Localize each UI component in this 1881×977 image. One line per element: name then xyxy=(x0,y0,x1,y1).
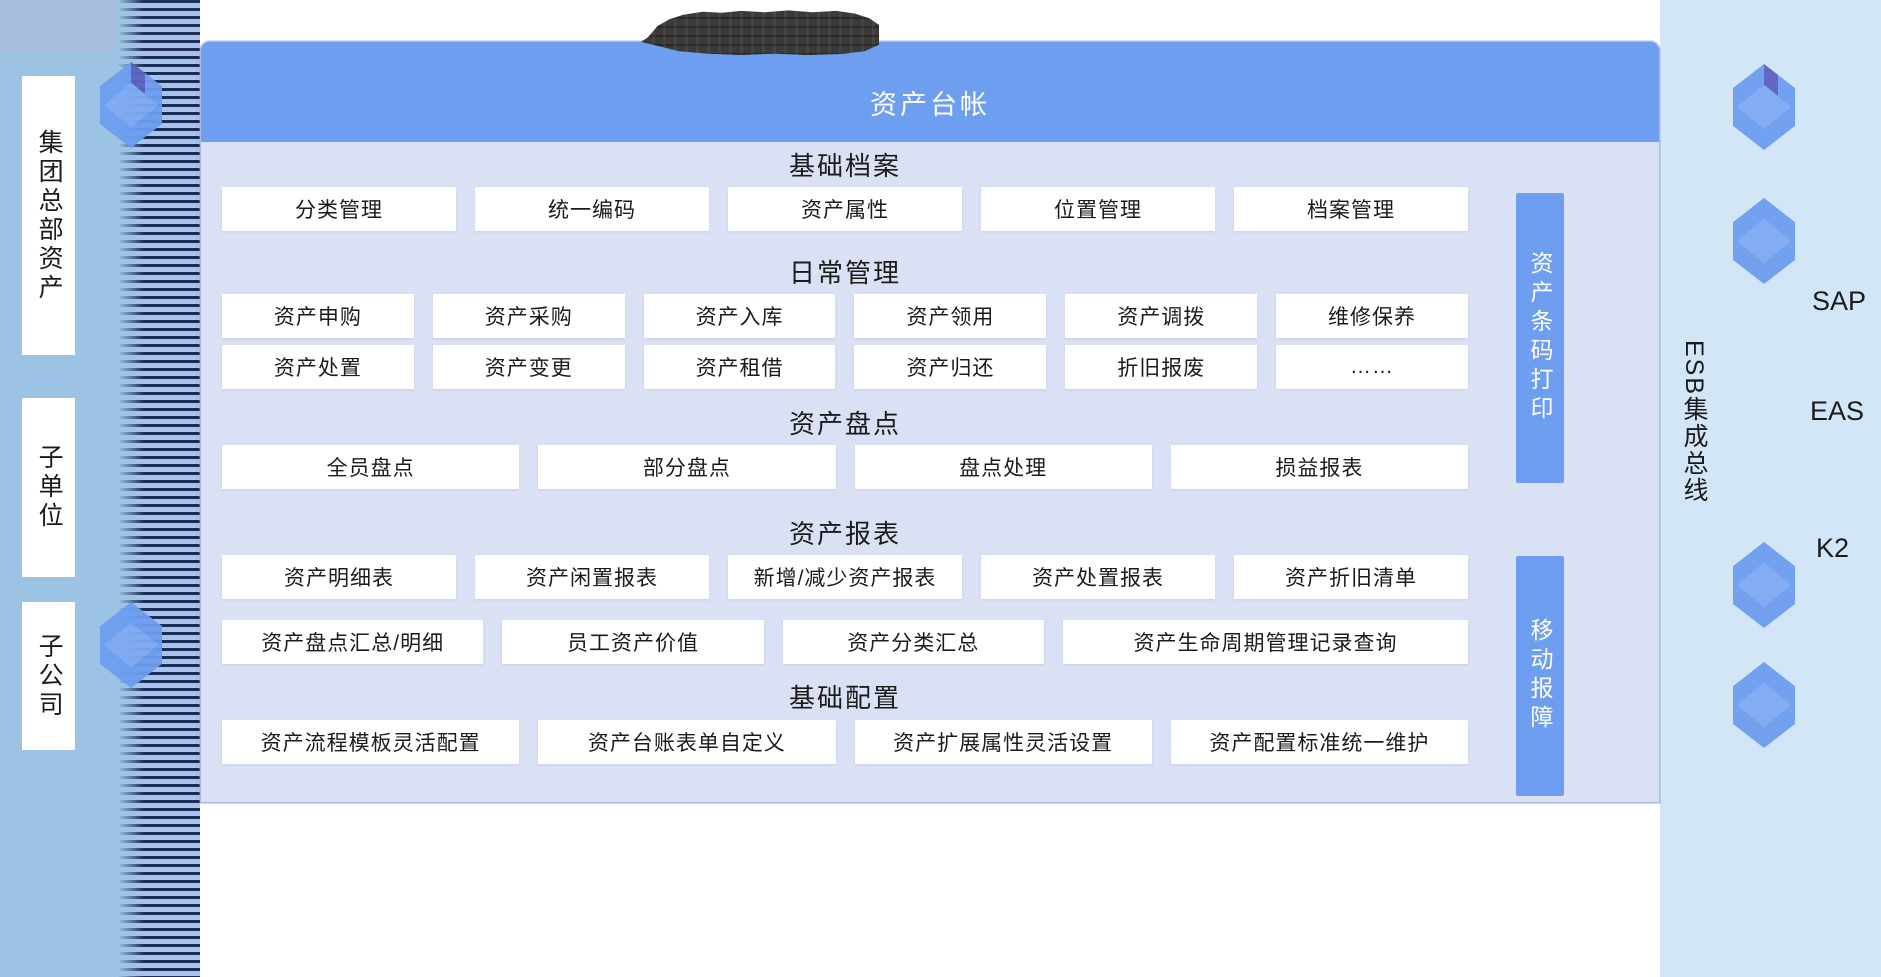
tile-maintenance[interactable]: 维修保养 xyxy=(1276,294,1468,338)
vertical-module-label: 移动报障 xyxy=(1527,618,1553,734)
tile-asset-change[interactable]: 资产变更 xyxy=(432,345,625,389)
tile-row: 分类管理 统一编码 资产属性 位置管理 档案管理 xyxy=(214,187,1476,231)
vertical-module-barcode-printing[interactable]: 资产条码打印 xyxy=(1516,193,1564,483)
tile-inventory-handling[interactable]: 盘点处理 xyxy=(854,445,1152,489)
tile-more-ellipsis[interactable]: …… xyxy=(1276,345,1468,389)
vertical-module-mobile-fault-report[interactable]: 移动报障 xyxy=(1516,556,1564,796)
external-system-k2[interactable]: K2 xyxy=(1816,533,1850,563)
tile-employee-asset-value[interactable]: 员工资产价值 xyxy=(502,620,764,664)
tile-asset-collection[interactable]: 资产领用 xyxy=(854,294,1047,338)
redacted-glyph-texture xyxy=(641,10,879,55)
tile-asset-attributes[interactable]: 资产属性 xyxy=(728,187,962,231)
section-title-daily-management: 日常管理 xyxy=(788,258,901,288)
tile-asset-disposal[interactable]: 资产处置 xyxy=(222,345,414,389)
tile-asset-requisition[interactable]: 资产申购 xyxy=(222,294,414,338)
external-system-sap[interactable]: SAP xyxy=(1812,286,1867,316)
tile-row: 资产申购 资产采购 资产入库 资产领用 资产调拨 维修保养 xyxy=(214,294,1476,338)
tile-asset-detail-report[interactable]: 资产明细表 xyxy=(222,555,456,599)
org-box-label: 集团总部资产 xyxy=(35,128,64,303)
tile-row: 资产流程模板灵活配置 资产台账表单自定义 资产扩展属性灵活设置 资产配置标准统一… xyxy=(214,720,1476,764)
tile-full-inventory[interactable]: 全员盘点 xyxy=(222,445,520,489)
tile-location-management[interactable]: 位置管理 xyxy=(981,187,1215,231)
card-header: 资产台帐 xyxy=(200,41,1660,142)
tile-lifecycle-record-query[interactable]: 资产生命周期管理记录查询 xyxy=(1062,620,1468,664)
tile-config-standard-maintain[interactable]: 资产配置标准统一维护 xyxy=(1170,720,1468,764)
tile-row: 全员盘点 部分盘点 盘点处理 损益报表 xyxy=(214,445,1476,489)
tile-inventory-summary-detail[interactable]: 资产盘点汇总/明细 xyxy=(222,620,484,664)
tile-ledger-form-customization[interactable]: 资产台账表单自定义 xyxy=(538,720,836,764)
tile-asset-return[interactable]: 资产归还 xyxy=(854,345,1047,389)
tile-classification-management[interactable]: 分类管理 xyxy=(222,187,456,231)
section-title-asset-inventory: 资产盘点 xyxy=(788,409,901,439)
esb-bus-label: ESB集成总线 xyxy=(1680,340,1708,505)
left-hatch-fade xyxy=(118,0,144,977)
org-box-sub-unit[interactable]: 子单位 xyxy=(22,398,75,577)
tile-extended-attribute-config[interactable]: 资产扩展属性灵活设置 xyxy=(854,720,1152,764)
tile-depreciation-scrap[interactable]: 折旧报废 xyxy=(1065,345,1258,389)
section-title-basic-archive: 基础档案 xyxy=(788,151,901,181)
tile-idle-asset-report[interactable]: 资产闲置报表 xyxy=(475,555,709,599)
tile-profit-loss-report[interactable]: 损益报表 xyxy=(1170,445,1468,489)
tile-flow-template-config[interactable]: 资产流程模板灵活配置 xyxy=(222,720,520,764)
tile-archive-management[interactable]: 档案管理 xyxy=(1234,187,1468,231)
tile-row: 资产明细表 资产闲置报表 新增/减少资产报表 资产处置报表 资产折旧清单 xyxy=(214,555,1476,599)
tile-asset-disposal-report[interactable]: 资产处置报表 xyxy=(981,555,1215,599)
tile-asset-purchase[interactable]: 资产采购 xyxy=(432,294,625,338)
asset-ledger-card: 资产台帐 基础档案 分类管理 统一编码 资产属性 位置管理 档案管理 日常管理 … xyxy=(200,41,1660,803)
vertical-module-label: 资产条码打印 xyxy=(1527,251,1553,425)
tile-depreciation-list[interactable]: 资产折旧清单 xyxy=(1234,555,1468,599)
external-system-eas[interactable]: EAS xyxy=(1810,396,1865,426)
section-title-asset-reports: 资产报表 xyxy=(788,519,901,549)
page-title: 资产台帐 xyxy=(870,90,990,120)
tile-add-reduce-asset-report[interactable]: 新增/减少资产报表 xyxy=(728,555,962,599)
tile-unified-coding[interactable]: 统一编码 xyxy=(475,187,709,231)
card-body: 基础档案 分类管理 统一编码 资产属性 位置管理 档案管理 日常管理 资产申购 … xyxy=(214,142,1646,802)
tile-asset-lease[interactable]: 资产租借 xyxy=(643,345,836,389)
tile-row: 资产盘点汇总/明细 员工资产价值 资产分类汇总 资产生命周期管理记录查询 xyxy=(214,620,1476,664)
org-box-group-hq[interactable]: 集团总部资产 xyxy=(22,76,75,355)
tile-asset-transfer[interactable]: 资产调拨 xyxy=(1065,294,1258,338)
redacted-logo-blob xyxy=(641,10,879,55)
org-box-sub-company[interactable]: 子公司 xyxy=(22,602,75,750)
tile-asset-category-summary[interactable]: 资产分类汇总 xyxy=(782,620,1044,664)
org-box-label: 子单位 xyxy=(35,444,64,531)
org-box-label: 子公司 xyxy=(35,632,64,720)
tile-asset-inbound[interactable]: 资产入库 xyxy=(643,294,836,338)
tile-partial-inventory[interactable]: 部分盘点 xyxy=(538,445,836,489)
esb-integration-band xyxy=(1660,0,1881,977)
section-title-basic-configuration: 基础配置 xyxy=(788,683,901,713)
tile-row: 资产处置 资产变更 资产租借 资产归还 折旧报废 …… xyxy=(214,345,1476,389)
